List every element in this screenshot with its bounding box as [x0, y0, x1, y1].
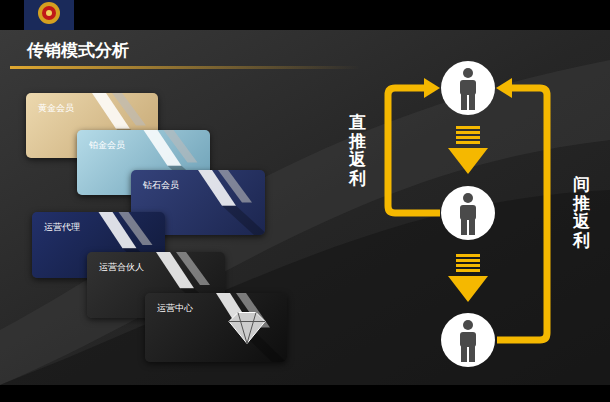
card-label: 黄金会员: [26, 93, 86, 124]
rebate-label: 间推返利: [573, 175, 590, 250]
rebate-label: 直推返利: [349, 113, 366, 188]
person-icon: [441, 313, 495, 367]
title: 传销模式分析: [27, 39, 129, 62]
card-label: 运营中心: [145, 293, 205, 324]
police-emblem: [24, 0, 74, 30]
card-label: 运营代理: [32, 212, 92, 243]
bracket-arrows: [388, 88, 547, 340]
member-card: 运营中心: [145, 293, 287, 362]
card-label: 运营合伙人: [87, 252, 156, 283]
title-underline: [10, 66, 360, 69]
card-label: 钻石会员: [131, 170, 191, 201]
person-icon: [441, 61, 495, 115]
card-label: 铂金会员: [77, 130, 137, 161]
person-icon: [441, 186, 495, 240]
arrowhead: [424, 78, 440, 98]
arrowhead: [496, 78, 512, 98]
